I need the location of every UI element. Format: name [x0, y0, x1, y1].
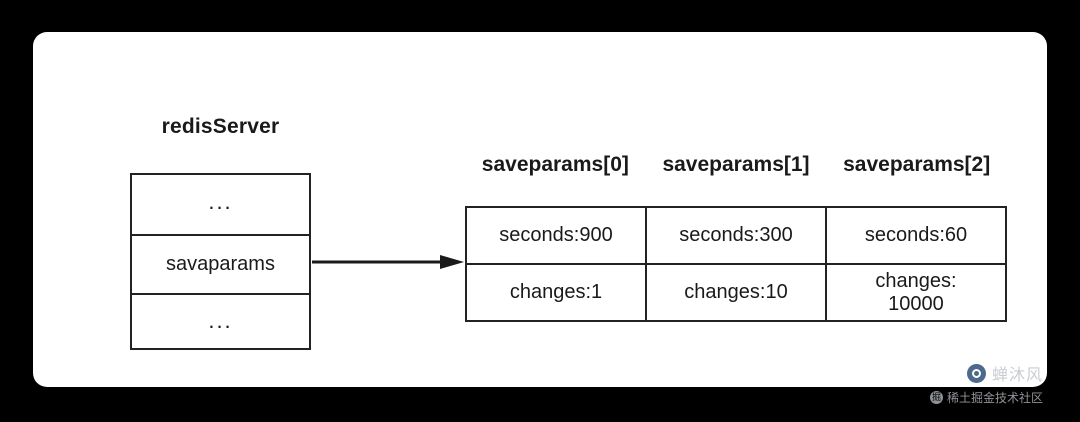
juejin-badge-icon: 掘 — [929, 391, 943, 404]
seconds-cell-2: seconds:60 — [825, 208, 1005, 263]
changes-cell-2: changes: 10000 — [825, 265, 1005, 320]
saveparams-table: seconds:900 seconds:300 seconds:60 chang… — [465, 206, 1007, 322]
watermark: 蝉沐风 掘 稀土掘金技术社区 — [929, 361, 1043, 406]
seconds-cell-0: seconds:900 — [499, 224, 613, 246]
table-row: changes:1 changes:10 changes: 10000 — [467, 263, 1005, 320]
changes-cell-0: changes:1 — [509, 281, 603, 303]
saveparams-header-2: saveparams[2] — [843, 153, 991, 176]
struct-row-savaparams: savaparams — [132, 234, 309, 293]
seconds-cell-1: seconds:300 — [645, 208, 825, 263]
arrow-right-icon — [312, 255, 464, 269]
saveparams-header-0: saveparams[0] — [481, 153, 629, 176]
table-row: seconds:900 seconds:300 seconds:60 — [467, 208, 1005, 263]
brand-logo-icon — [966, 363, 986, 383]
saveparams-header-row: saveparams[0] saveparams[1] saveparams[2… — [465, 153, 1007, 177]
redis-server-title: redisServer — [161, 115, 280, 138]
redis-server-struct-table: ... savaparams ... — [130, 173, 311, 350]
watermark-subtitle: 稀土掘金技术社区 — [946, 391, 1043, 405]
watermark-name: 蝉沐风 — [991, 367, 1043, 384]
watermark-brand: 蝉沐风 — [966, 361, 1043, 385]
saveparams-header-1: saveparams[1] — [662, 153, 810, 176]
struct-row: ... — [208, 188, 233, 214]
changes-cell-1: changes:10 — [645, 265, 825, 320]
diagram-canvas: redisServer ... savaparams ... saveparam… — [33, 32, 1047, 387]
watermark-source: 掘 稀土掘金技术社区 — [929, 389, 1043, 406]
struct-row: ... — [132, 293, 309, 352]
